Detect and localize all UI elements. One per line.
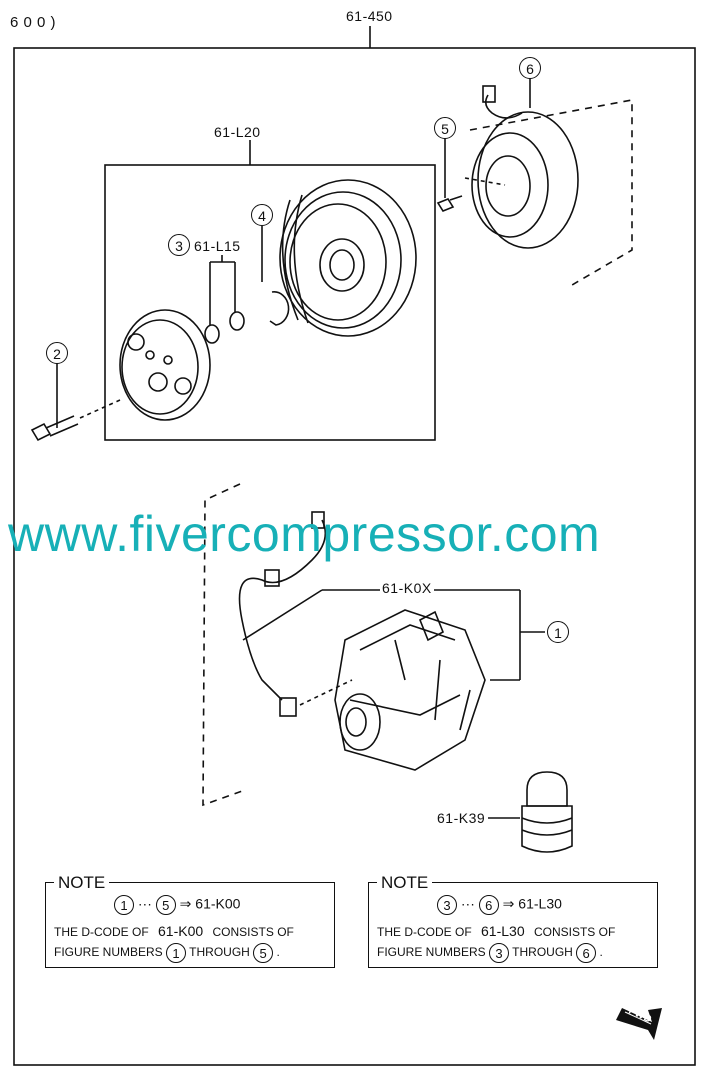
note-line3-mid: THROUGH bbox=[189, 945, 250, 960]
note-range-start: 3 bbox=[437, 895, 457, 915]
note-title: NOTE bbox=[54, 873, 110, 893]
snap-ring bbox=[269, 291, 290, 326]
callout-1: 1 bbox=[547, 621, 569, 643]
label-compressor-body: 61-K0X bbox=[380, 580, 434, 596]
hub-bolt bbox=[30, 422, 52, 442]
fwd-arrow bbox=[616, 1008, 662, 1040]
note-box-1: NOTE 1 ··· 5 ⇒ 61-K00 THE D-CODE OF 61-K… bbox=[45, 873, 335, 968]
pulley bbox=[279, 179, 417, 337]
coil-bolt bbox=[436, 198, 455, 212]
note-line3-end: 5 bbox=[253, 943, 274, 963]
shim-b bbox=[229, 311, 245, 331]
hub-plate bbox=[119, 309, 211, 421]
field-coil bbox=[477, 111, 579, 249]
note-line2-b: CONSISTS OF bbox=[533, 925, 616, 939]
note-result: 61-L30 bbox=[518, 895, 562, 912]
label-shim-set: 61-L15 bbox=[194, 238, 241, 254]
callout-5: 5 bbox=[434, 117, 456, 139]
diagram-frame bbox=[13, 47, 696, 1066]
note-range-end: 5 bbox=[155, 895, 176, 915]
coil-dashed-box bbox=[469, 99, 633, 286]
note-title: NOTE bbox=[377, 873, 433, 893]
note-line3-dot: . bbox=[599, 945, 603, 960]
note-line3-a: FIGURE NUMBERS bbox=[377, 945, 486, 960]
clutch-hub-box bbox=[104, 164, 436, 441]
note-result: 61-K00 bbox=[195, 895, 241, 912]
note-line3-a: FIGURE NUMBERS bbox=[54, 945, 163, 960]
note-range-end: 6 bbox=[478, 895, 499, 915]
callout-2: 2 bbox=[46, 342, 68, 364]
callout-4: 4 bbox=[251, 204, 273, 226]
note-line3-end: 6 bbox=[576, 943, 597, 963]
note-range-sep: ··· bbox=[137, 895, 152, 912]
note-line2-a: THE D-CODE OF bbox=[54, 925, 149, 939]
label-cap: 61-K39 bbox=[437, 810, 486, 826]
note-range-start: 1 bbox=[114, 895, 134, 915]
compressor-dashed-box bbox=[202, 483, 246, 807]
compressor-body bbox=[334, 609, 486, 771]
note-line3-start: 3 bbox=[489, 943, 510, 963]
cap bbox=[526, 771, 568, 807]
note-arrow: ⇒ bbox=[502, 895, 515, 912]
note-line2-code: 61-K00 bbox=[158, 923, 204, 939]
label-clutch-hub-set: 61-L20 bbox=[214, 124, 261, 140]
note-line2-b: CONSISTS OF bbox=[212, 925, 294, 939]
note-box-2: NOTE 3 ··· 6 ⇒ 61-L30 THE D-CODE OF 61-L… bbox=[368, 873, 658, 968]
wire-harness bbox=[238, 519, 327, 701]
callout-3: 3 bbox=[168, 234, 190, 256]
note-line3-dot: . bbox=[276, 945, 280, 960]
watermark-text: www.fivercompressor.com bbox=[8, 506, 601, 562]
note-line3-mid: THROUGH bbox=[512, 945, 573, 960]
note-range-sep: ··· bbox=[460, 895, 475, 912]
note-line2-a: THE D-CODE OF bbox=[377, 925, 472, 939]
shim-a bbox=[204, 324, 220, 344]
note-line2-code: 61-L30 bbox=[481, 923, 525, 939]
note-line3-start: 1 bbox=[166, 943, 187, 963]
header-top-ref: 61-450 bbox=[346, 8, 393, 24]
header-left-code: 6 0 0 ) bbox=[10, 14, 57, 31]
callout-6: 6 bbox=[519, 57, 541, 79]
note-arrow: ⇒ bbox=[179, 895, 192, 912]
